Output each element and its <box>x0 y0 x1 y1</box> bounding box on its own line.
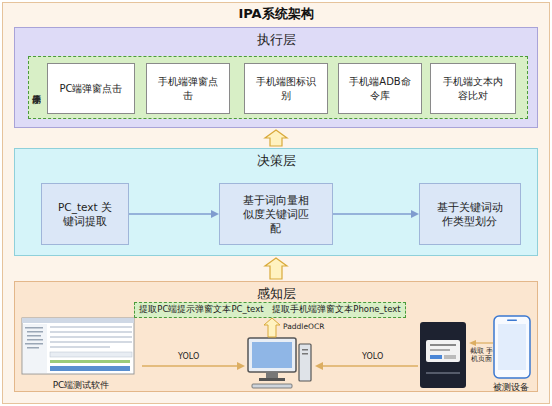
node-text: 手机端图标识别 <box>255 75 318 102</box>
pc-software-screenshot <box>22 318 134 374</box>
flow-line <box>129 213 212 215</box>
capture-arrow <box>469 340 493 346</box>
node-text: 基于词向量相似度关键词匹配 <box>238 193 315 236</box>
yolo-arrow-left <box>142 362 245 370</box>
flow-arrow <box>265 130 287 146</box>
panel-strip <box>50 352 132 357</box>
tree-line <box>27 339 43 341</box>
node-text: PC_text 关键词提取 <box>56 200 115 228</box>
tree-line <box>27 331 43 333</box>
tower-slot <box>302 353 308 355</box>
computer-icon <box>248 338 311 388</box>
tree-line <box>25 327 43 329</box>
monitor-stand <box>266 372 278 378</box>
phone-screenshot <box>420 322 466 388</box>
node-text: 决策层 <box>15 152 537 170</box>
phone-screen <box>498 324 526 370</box>
process-box: 基于关键词动作类型划分 <box>419 183 521 245</box>
node-text: 手机端文本内容比对 <box>442 75 505 102</box>
monitor-screen <box>252 342 292 368</box>
row-line <box>50 341 132 343</box>
popup-button <box>430 355 442 359</box>
monitor-base <box>259 378 285 381</box>
arrow-head <box>469 340 476 346</box>
flow-arrow <box>129 210 219 218</box>
tree-panel <box>23 324 47 373</box>
row-line <box>50 336 132 338</box>
node-text: 手机端ADB命令库 <box>349 75 412 102</box>
keyboard <box>252 384 292 388</box>
action-box: 手机端文本内容比对 <box>430 63 516 114</box>
action-box: 手机端弹窗点击 <box>146 63 230 114</box>
phone-outline <box>494 316 530 378</box>
row-line <box>50 331 132 333</box>
screen-frame <box>22 318 134 374</box>
node-text: PC端测试软件 <box>9 379 153 391</box>
ocr-up-arrow <box>264 318 280 337</box>
phone-body <box>494 316 530 378</box>
layer-flow-arrow <box>265 130 287 146</box>
progress-bar <box>50 360 130 363</box>
action-library-group: 原子动作库PC端弹窗点击手机端弹窗点击手机端图标识别手机端ADB命令库手机端文本… <box>28 56 528 119</box>
tree-line <box>27 335 41 337</box>
node-text: 感知层 <box>15 285 537 303</box>
pc-software-node: PC端测试软件 <box>19 317 143 391</box>
monitor <box>248 338 296 372</box>
title-bar <box>22 318 134 323</box>
device-node: 被测设备 <box>485 313 537 393</box>
flow-line <box>333 213 412 215</box>
flow-arrow <box>333 210 419 218</box>
tree-line <box>25 343 43 345</box>
tower-slot <box>302 349 308 351</box>
screenshot-frame <box>420 322 466 388</box>
diagram-title: IPA系统架构 <box>0 5 552 23</box>
node-text: 提取手机端弹窗文本Phone_text <box>272 304 400 315</box>
node-text: 提取PC端提示弹窗文本PC_text <box>139 304 263 315</box>
row-line <box>50 326 132 328</box>
phone-speaker <box>507 320 517 322</box>
node-text: PC端弹窗点击 <box>56 82 126 96</box>
node-text: 基于关键词动作类型划分 <box>432 200 509 228</box>
node-text: 手机端弹窗点击 <box>157 75 220 102</box>
tree-line <box>27 347 39 349</box>
screen-line <box>426 372 460 374</box>
layer-band: 决策层 PC_text 关键词提取 基于词向量相似度关键词匹配 基于关键词动作类型划分 <box>14 148 538 256</box>
pc-tower <box>299 344 311 381</box>
arrow-head <box>211 210 219 218</box>
popup-line <box>430 349 450 351</box>
status-bar <box>50 366 130 371</box>
flow-line <box>322 365 418 367</box>
layer-band: 感知层提取PC端提示弹窗文本PC_text 提取手机端弹窗文本Phone_text… <box>14 281 538 392</box>
popup-line <box>430 344 456 346</box>
process-box: PC_text 关键词提取 <box>41 183 129 245</box>
arrow-head <box>411 210 419 218</box>
flow-line <box>476 342 493 343</box>
flow-arrow <box>265 258 287 279</box>
ocr-text-group: 提取PC端提示弹窗文本PC_text 提取手机端弹窗文本Phone_text <box>134 302 406 318</box>
arrow-head <box>237 362 245 370</box>
layer-flow-arrow <box>265 258 287 279</box>
flow-line <box>142 365 238 367</box>
action-box: 手机端图标识别 <box>244 63 328 114</box>
popup-dialog <box>426 340 460 362</box>
action-box: PC端弹窗点击 <box>47 63 135 114</box>
popup-button <box>444 355 456 359</box>
row-line <box>50 346 110 348</box>
yolo-arrow-right <box>315 362 418 370</box>
arrow-head <box>315 362 323 370</box>
process-box: 基于词向量相似度关键词匹配 <box>219 183 333 245</box>
action-box: 手机端ADB命令库 <box>338 63 422 114</box>
node-text: 被测设备 <box>475 381 547 393</box>
layer-band: 执行层原子动作库PC端弹窗点击手机端弹窗点击手机端图标识别手机端ADB命令库手机… <box>14 27 538 128</box>
node-text: 执行层 <box>15 31 537 49</box>
